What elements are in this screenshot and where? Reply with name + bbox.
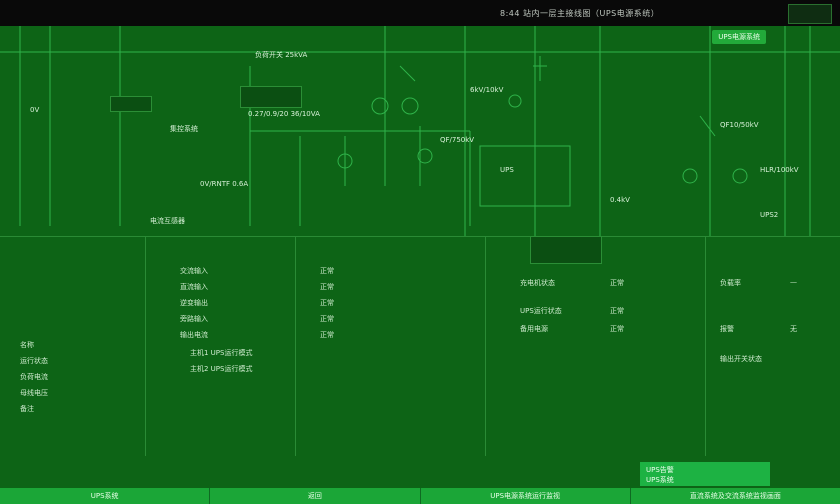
mid-col-label: 旁路输入 xyxy=(180,315,208,323)
left-col-label: 名称 xyxy=(20,341,34,349)
corner-tag-line1: UPS告警 xyxy=(646,466,674,474)
diagram-label: 负荷开关 25kVA xyxy=(255,51,308,59)
header-pill[interactable]: UPS电源系统 xyxy=(712,30,766,44)
mid-col-value: 正常 xyxy=(320,331,334,339)
right-col-value: 正常 xyxy=(610,325,624,333)
right-col-label: 负载率 xyxy=(720,279,741,287)
diagram-label: QF10/50kV xyxy=(720,121,759,129)
panel-divider xyxy=(145,236,146,456)
corner-tag-line2: UPS系统 xyxy=(646,476,674,484)
label-box-2 xyxy=(110,96,152,112)
diagram-label: UPS xyxy=(500,166,514,174)
panel-divider xyxy=(0,236,840,237)
diagram-label: 0.27/0.9/20 36/10VA xyxy=(248,110,320,118)
top-bar: 8:44 站内一层主接线图（UPS电源系统） xyxy=(0,0,840,26)
mid-col-label: 输出电流 xyxy=(180,331,208,339)
panel-divider xyxy=(485,236,486,456)
right-col-value: — xyxy=(790,278,797,286)
label-box xyxy=(240,86,302,108)
diagram-label: 0.4kV xyxy=(610,196,630,204)
extra-line: 主机1 UPS运行模式 xyxy=(190,349,253,357)
window-title: 8:44 站内一层主接线图（UPS电源系统） xyxy=(500,9,660,18)
diagram-label: 0V/RNTF 0.6A xyxy=(200,180,249,188)
right-col-label: UPS运行状态 xyxy=(520,307,562,315)
diagram-label: 6kV/10kV xyxy=(470,86,504,94)
corner-tag[interactable]: UPS告警 UPS系统 xyxy=(640,462,770,486)
nav-button[interactable]: UPS系统 xyxy=(90,492,119,500)
right-col-value: 正常 xyxy=(610,279,624,287)
diagram-label: HLR/100kV xyxy=(760,166,799,174)
mid-col-value: 正常 xyxy=(320,267,334,275)
nav-button[interactable]: UPS电源系统运行监视 xyxy=(419,488,630,504)
diagram-label: 0V xyxy=(30,106,40,114)
mid-col-label: 交流输入 xyxy=(180,267,208,275)
right-col-label: 报警 xyxy=(720,325,734,333)
left-col-label: 负荷电流 xyxy=(20,373,48,381)
status-block xyxy=(530,236,602,264)
nav-button[interactable]: 返回 xyxy=(209,488,419,504)
panel-divider xyxy=(295,236,296,456)
mid-col-value: 正常 xyxy=(320,315,334,323)
left-col-label: 运行状态 xyxy=(20,357,48,365)
top-right-badge xyxy=(788,4,832,24)
extra-line: 输出开关状态 xyxy=(720,355,762,363)
extra-line: 主机2 UPS运行模式 xyxy=(190,365,253,373)
right-col-value: 无 xyxy=(790,325,797,333)
nav-button[interactable]: 直流系统及交流系统监视画面 xyxy=(629,488,840,504)
diagram-label: 电流互感器 xyxy=(150,217,185,225)
diagram-label: QF/750kV xyxy=(440,136,475,144)
mid-col-value: 正常 xyxy=(320,299,334,307)
info-panel: 名称 运行状态 负荷电流 母线电压 备注 交流输入 直流输入 逆变输出 旁路输入… xyxy=(0,236,840,488)
mid-col-label: 逆变输出 xyxy=(180,299,208,307)
diagram-lines xyxy=(0,26,840,236)
mid-col-label: 直流输入 xyxy=(180,283,208,291)
left-col-label: 母线电压 xyxy=(20,389,48,397)
single-line-diagram: 负荷开关 25kVA 0.27/0.9/20 36/10VA 集控系统 0V/R… xyxy=(0,26,840,236)
panel-divider xyxy=(705,236,706,456)
diagram-label: 集控系统 xyxy=(170,125,198,133)
right-col-label: 备用电源 xyxy=(520,325,548,333)
bottom-toolbar: UPS系统 返回 UPS电源系统运行监视 直流系统及交流系统监视画面 xyxy=(0,488,840,504)
right-col-label: 充电机状态 xyxy=(520,279,555,287)
left-col-label: 备注 xyxy=(20,405,34,413)
diagram-label: UPS2 xyxy=(760,211,779,219)
right-col-value: 正常 xyxy=(610,307,624,315)
mid-col-value: 正常 xyxy=(320,283,334,291)
